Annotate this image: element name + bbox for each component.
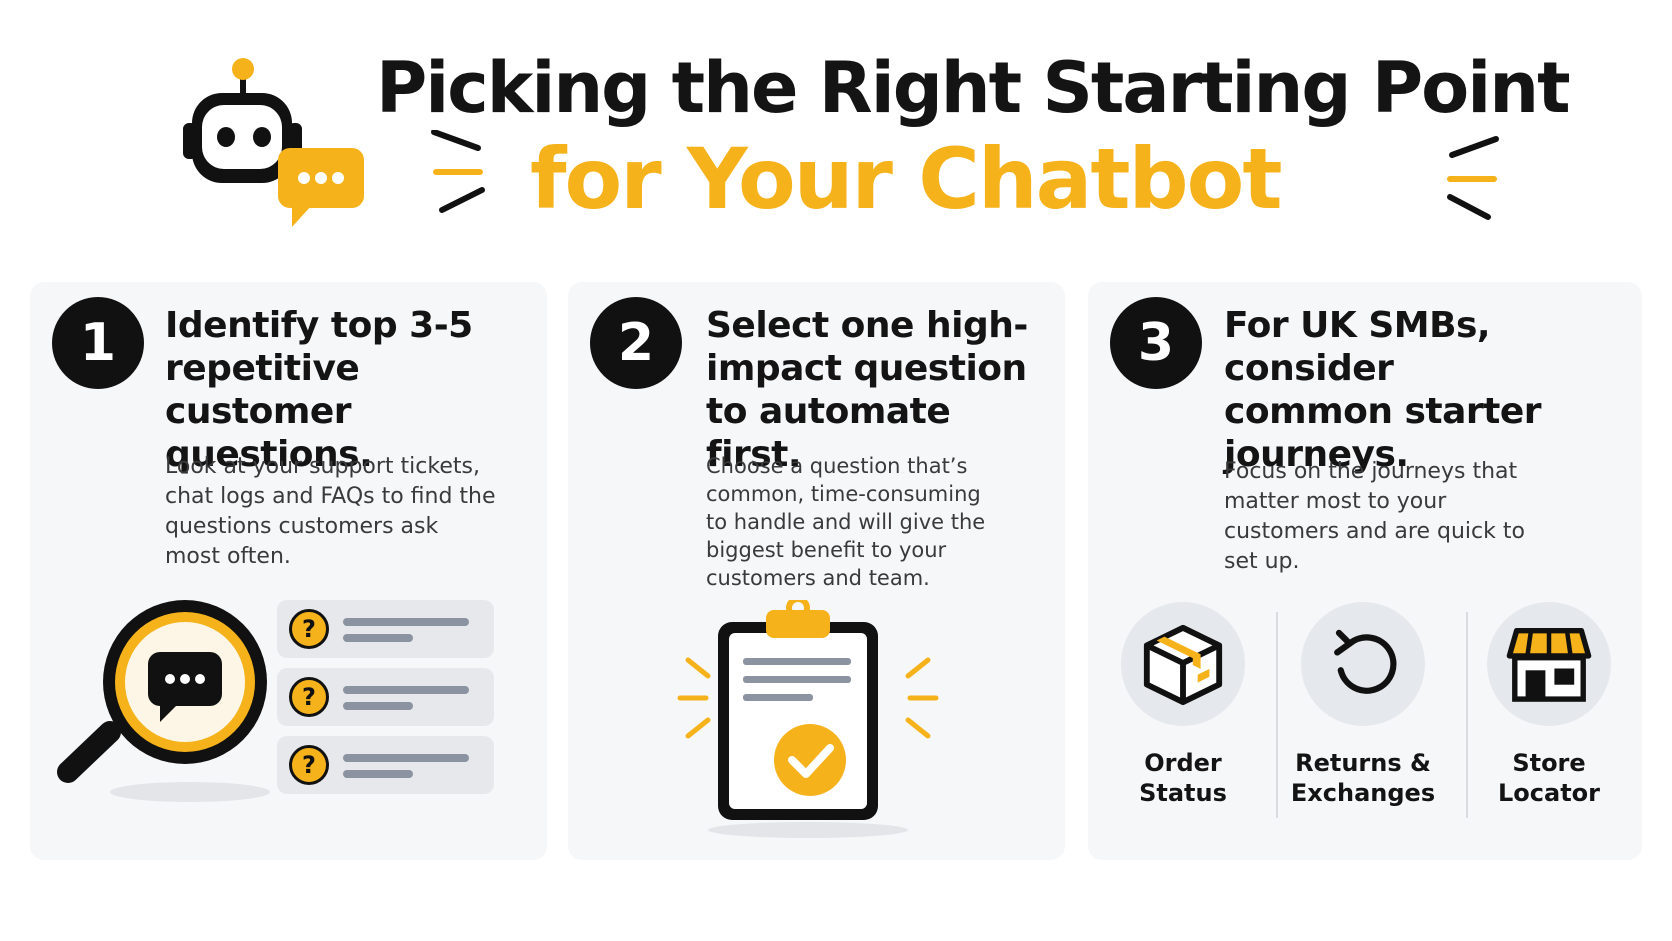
- journey-icon-circle: [1121, 602, 1245, 726]
- header: Picking the Right Starting Point for You…: [0, 0, 1672, 250]
- step-number-badge: 2: [590, 297, 682, 389]
- journey-divider: [1466, 612, 1468, 818]
- step-card-1: 1 Identify top 3-5 repetitive customer q…: [30, 282, 547, 860]
- question-mark-icon: ?: [289, 745, 329, 785]
- text-placeholder-line: [343, 754, 469, 762]
- step-number-badge: 1: [52, 297, 144, 389]
- journey-label: Order Status: [1139, 749, 1227, 807]
- return-arrow-icon: [1334, 629, 1397, 694]
- question-list-item: ?: [277, 600, 494, 658]
- question-list-item: ?: [277, 736, 494, 794]
- package-icon: [1143, 624, 1223, 706]
- storefront-icon: [1506, 628, 1592, 702]
- title-line-2: for Your Chatbot: [530, 130, 1283, 228]
- step-description: Look at your support tickets, chat logs …: [165, 454, 496, 569]
- step-card-3: 3 For UK SMBs, consider common starter j…: [1088, 282, 1642, 860]
- journey-label: Store Locator: [1498, 749, 1600, 807]
- step-description: Choose a question that’s common, time-co…: [706, 454, 986, 590]
- sparkle-lines-right: [1447, 136, 1499, 220]
- step-heading: Identify top 3-5 repetitive customer que…: [165, 305, 473, 475]
- sparkle-lines-left: [431, 130, 485, 213]
- journey-icon-circle: [1301, 602, 1425, 726]
- question-list-item: ?: [277, 668, 494, 726]
- journey-icon-circle: [1487, 602, 1611, 726]
- step-number-badge: 3: [1110, 297, 1202, 389]
- journey-divider: [1276, 612, 1278, 818]
- journey-returns-exchanges: Returns & Exchanges: [1288, 602, 1438, 808]
- step-heading: Select one high-impact question to autom…: [706, 305, 1028, 475]
- journey-order-status: Order Status: [1108, 602, 1258, 808]
- title-line-1: Picking the Right Starting Point: [376, 47, 1571, 129]
- step-heading: For UK SMBs, consider common starter jou…: [1224, 305, 1542, 475]
- text-placeholder-line: [343, 686, 469, 694]
- text-placeholder-line: [343, 702, 413, 710]
- question-mark-icon: ?: [289, 609, 329, 649]
- text-placeholder-line: [343, 770, 413, 778]
- clipboard-check-icon: [677, 600, 939, 838]
- question-mark-icon: ?: [289, 677, 329, 717]
- step-description: Focus on the journeys that matter most t…: [1224, 459, 1525, 574]
- text-placeholder-line: [343, 634, 413, 642]
- magnifying-glass-chat-icon: [57, 600, 270, 802]
- robot-chat-icon: [183, 58, 364, 227]
- step-card-2: 2 Select one high-impact question to aut…: [568, 282, 1065, 860]
- text-placeholder-line: [343, 618, 469, 626]
- journey-store-locator: Store Locator: [1474, 602, 1624, 808]
- journey-label: Returns & Exchanges: [1290, 749, 1436, 807]
